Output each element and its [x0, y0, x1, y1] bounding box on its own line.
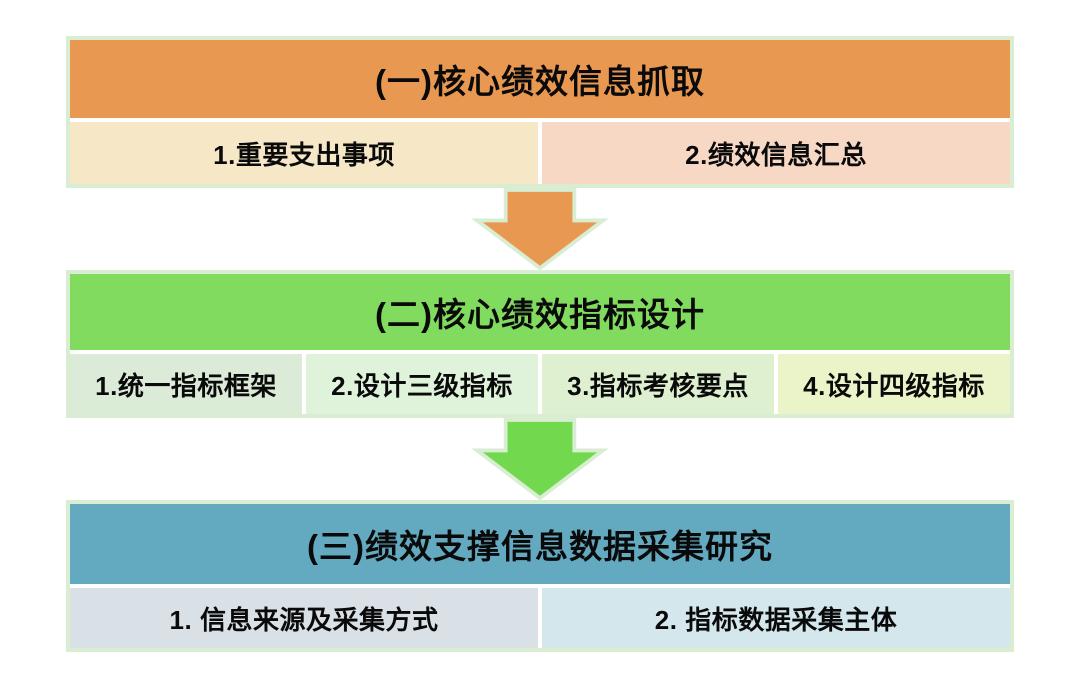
divider [70, 118, 1010, 122]
cell-indicator-assessment-points: 3.指标考核要点 [542, 354, 774, 414]
cell-design-level4-indicators: 4.设计四级指标 [778, 354, 1010, 414]
cell-indicator-data-collection-subjects: 2. 指标数据采集主体 [542, 588, 1010, 648]
cell-design-level3-indicators: 2.设计三级指标 [306, 354, 538, 414]
cell-info-sources-and-collection-methods: 1. 信息来源及采集方式 [70, 588, 538, 648]
down-arrow-2-shape [472, 418, 608, 500]
divider [70, 350, 1010, 354]
section-2-row: 1.统一指标框架 2.设计三级指标 3.指标考核要点 4.设计四级指标 [70, 354, 1010, 414]
section-core-performance-indicator-design: (二)核心绩效指标设计 1.统一指标框架 2.设计三级指标 3.指标考核要点 4… [66, 270, 1014, 418]
section-3-title: (三)绩效支撑信息数据采集研究 [70, 504, 1010, 584]
down-arrow-1-shape [472, 188, 608, 270]
section-3-row: 1. 信息来源及采集方式 2. 指标数据采集主体 [70, 588, 1010, 648]
divider [70, 584, 1010, 588]
section-1-row: 1.重要支出事项 2.绩效信息汇总 [70, 122, 1010, 184]
cell-important-expenditure-items: 1.重要支出事项 [70, 122, 538, 184]
down-arrow-icon [472, 418, 608, 500]
cell-performance-info-summary: 2.绩效信息汇总 [542, 122, 1010, 184]
section-core-performance-info-capture: (一)核心绩效信息抓取 1.重要支出事项 2.绩效信息汇总 [66, 36, 1014, 188]
section-1-title: (一)核心绩效信息抓取 [70, 40, 1010, 118]
down-arrow-icon [472, 188, 608, 270]
section-performance-support-data-collection: (三)绩效支撑信息数据采集研究 1. 信息来源及采集方式 2. 指标数据采集主体 [66, 500, 1014, 652]
cell-unified-indicator-framework: 1.统一指标框架 [70, 354, 302, 414]
section-2-title: (二)核心绩效指标设计 [70, 274, 1010, 350]
